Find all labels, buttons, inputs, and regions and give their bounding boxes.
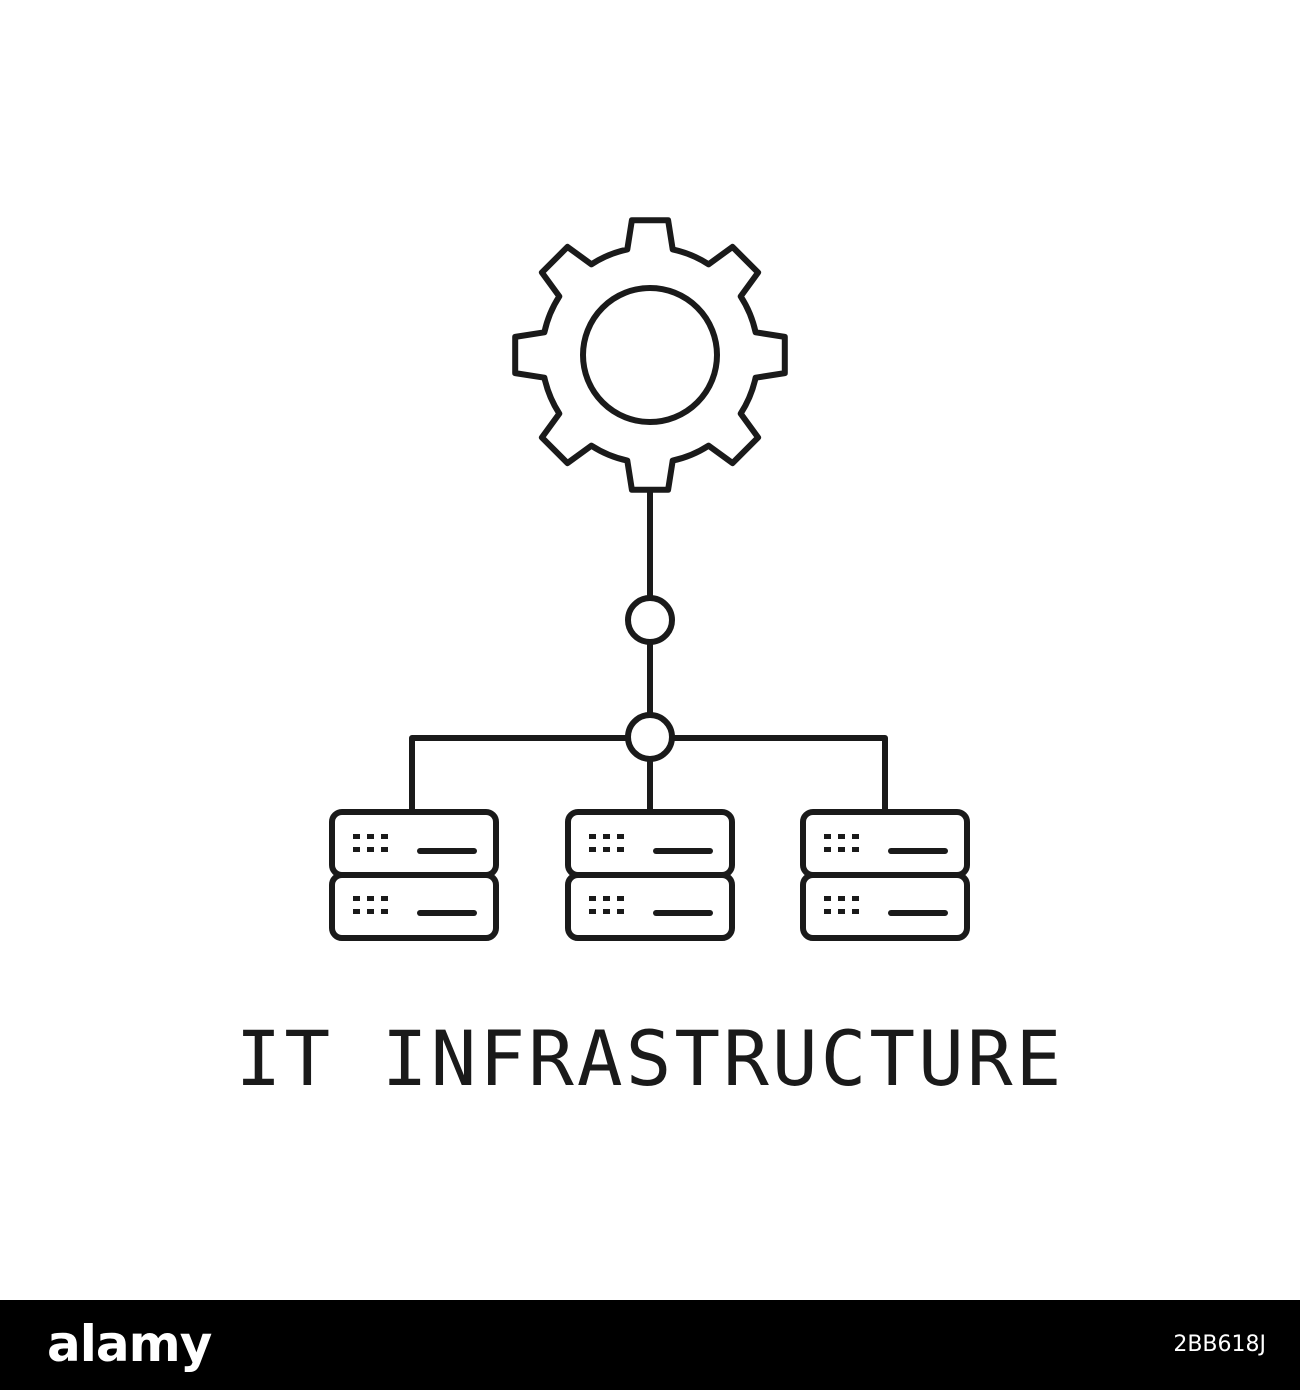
image-id-label: 2BB618J bbox=[1173, 1332, 1266, 1357]
alamy-logo: alamy bbox=[47, 1315, 212, 1373]
server-rack-icon bbox=[565, 809, 735, 941]
watermark-footer: alamy 2BB618J bbox=[0, 1300, 1300, 1390]
server-indicator-dots bbox=[353, 834, 859, 914]
gear-icon bbox=[512, 217, 788, 493]
caption-title: IT INFRASTRUCTURE bbox=[235, 1014, 1065, 1103]
connector-node-icon bbox=[625, 595, 675, 645]
server-rack-icon bbox=[800, 809, 970, 941]
it-infrastructure-illustration bbox=[329, 217, 970, 941]
network-lines bbox=[409, 487, 888, 813]
junction-node-icon bbox=[625, 712, 675, 762]
server-rack-icon bbox=[329, 809, 499, 941]
